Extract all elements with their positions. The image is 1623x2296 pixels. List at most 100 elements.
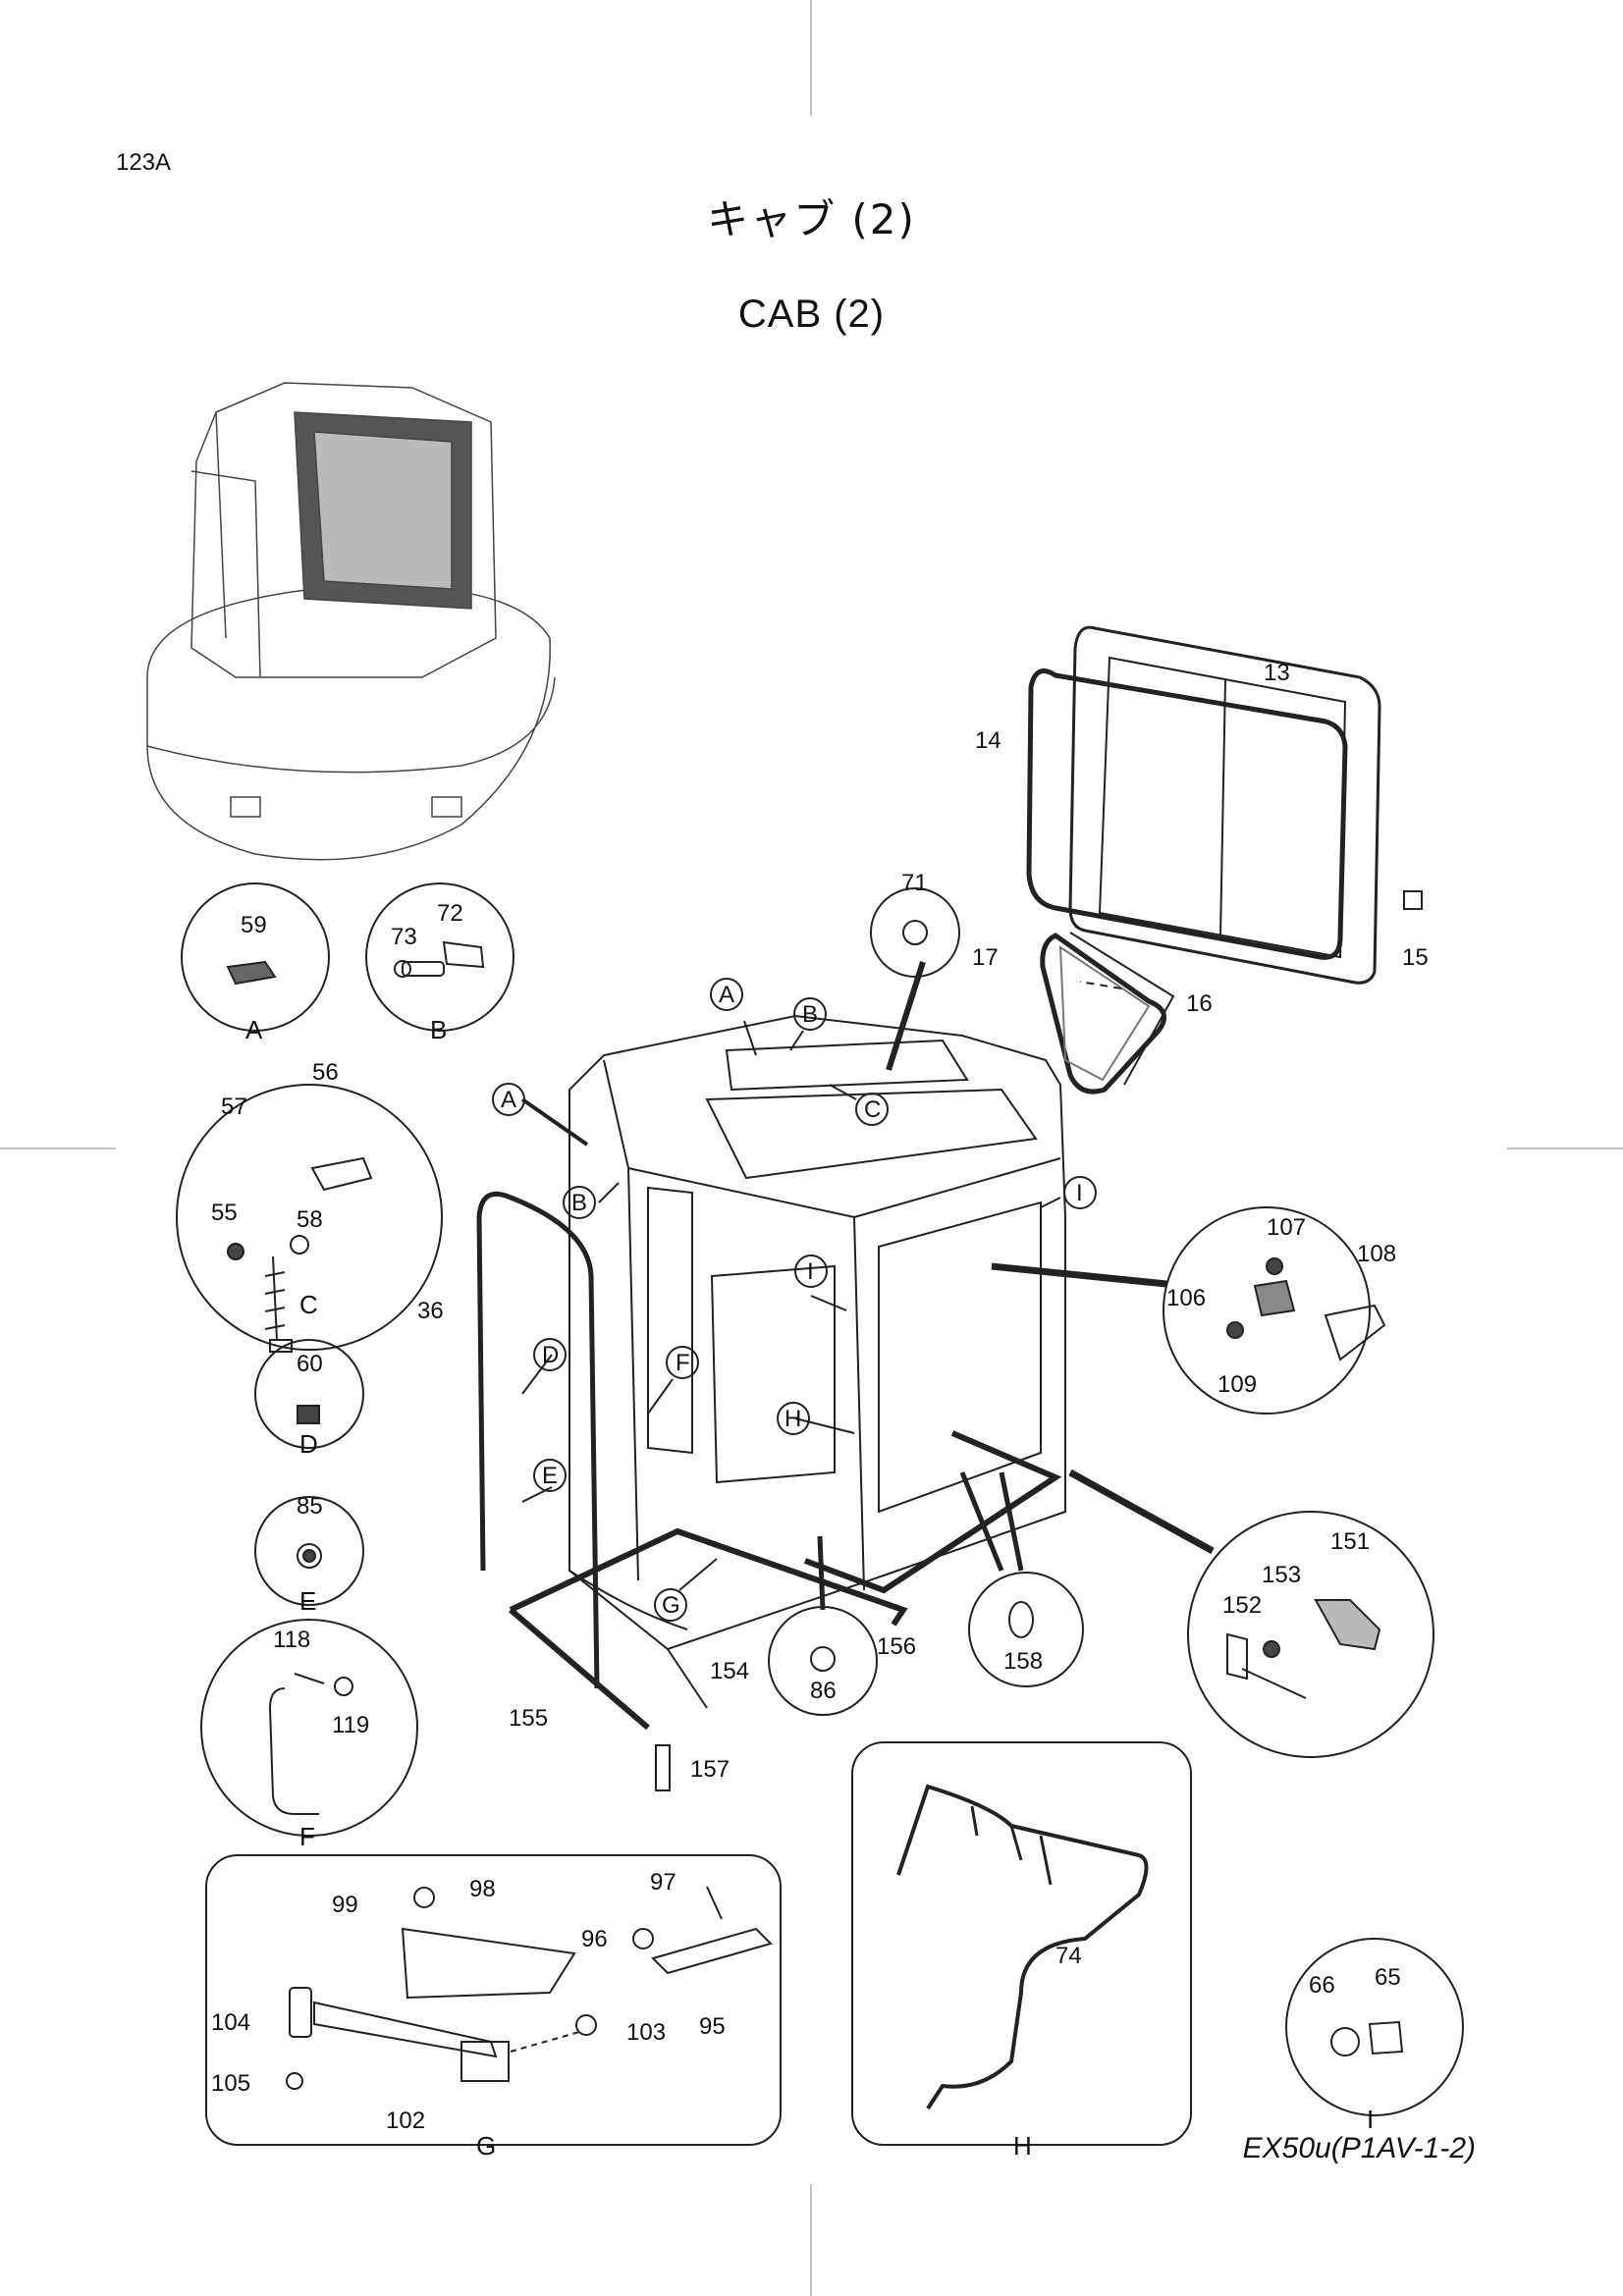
detail-box-g bbox=[205, 1854, 782, 2146]
detail-circle-151 bbox=[1187, 1511, 1434, 1758]
callout-106: 106 bbox=[1166, 1285, 1206, 1311]
marker-h: H bbox=[784, 1406, 801, 1432]
callout-105: 105 bbox=[211, 2070, 250, 2097]
detail-letter-f: F bbox=[299, 1822, 315, 1851]
marker-c: C bbox=[864, 1096, 881, 1123]
marker-a-top: A bbox=[719, 982, 734, 1008]
callout-72: 72 bbox=[437, 900, 463, 927]
title-japanese: キャブ (2) bbox=[707, 195, 916, 243]
detail-circle-b bbox=[365, 882, 514, 1032]
callout-13: 13 bbox=[1264, 660, 1290, 686]
detail-circle-d bbox=[254, 1339, 364, 1449]
callout-59: 59 bbox=[241, 912, 267, 938]
marker-a-left: A bbox=[501, 1087, 516, 1113]
callout-15: 15 bbox=[1402, 944, 1429, 971]
detail-letter-e: E bbox=[299, 1586, 316, 1616]
detail-circle-86 bbox=[768, 1606, 878, 1716]
callout-107: 107 bbox=[1267, 1214, 1306, 1241]
detail-circle-a bbox=[181, 882, 330, 1032]
marker-e: E bbox=[542, 1463, 558, 1489]
callout-98: 98 bbox=[469, 1876, 496, 1902]
callout-96: 96 bbox=[581, 1926, 608, 1952]
callout-102: 102 bbox=[386, 2108, 425, 2134]
strip-drawing bbox=[655, 1744, 671, 1791]
detail-letter-d: D bbox=[299, 1429, 318, 1459]
marker-g: G bbox=[662, 1592, 680, 1619]
detail-circle-e bbox=[254, 1496, 364, 1606]
harness-drawing bbox=[896, 1784, 1149, 2110]
callout-154: 154 bbox=[710, 1658, 749, 1684]
detail-box-h bbox=[851, 1741, 1192, 2146]
callout-57: 57 bbox=[221, 1094, 247, 1120]
callout-17: 17 bbox=[972, 944, 999, 971]
detail-letter-i: I bbox=[1367, 2105, 1374, 2134]
marker-f: F bbox=[676, 1350, 690, 1376]
detail-letter-c: C bbox=[299, 1290, 318, 1319]
callout-65: 65 bbox=[1375, 1964, 1401, 1991]
detail-circle-c bbox=[176, 1084, 443, 1351]
callout-labels: 13 14 15 16 17 36 55 56 57 58 59 60 65 6… bbox=[211, 660, 1429, 2134]
callout-14: 14 bbox=[975, 727, 1001, 754]
callout-66: 66 bbox=[1309, 1972, 1335, 1999]
callout-74: 74 bbox=[1055, 1943, 1082, 1969]
callout-16: 16 bbox=[1186, 990, 1213, 1017]
marker-i-center: I bbox=[807, 1258, 814, 1285]
side-window-drawing bbox=[1026, 625, 1423, 985]
callout-103: 103 bbox=[626, 2019, 666, 2046]
callout-99: 99 bbox=[332, 1892, 358, 1918]
title-english: CAB (2) bbox=[737, 293, 886, 336]
callout-152: 152 bbox=[1222, 1592, 1262, 1619]
model-reference: EX50u(P1AV-1-2) bbox=[1242, 2132, 1476, 2164]
callout-55: 55 bbox=[211, 1200, 238, 1226]
leader-lines bbox=[520, 961, 1215, 1611]
floor-seal-drawing bbox=[509, 1527, 908, 1731]
marker-b-top: B bbox=[802, 1001, 818, 1028]
callout-60: 60 bbox=[297, 1351, 323, 1377]
callout-104: 104 bbox=[211, 2009, 250, 2036]
roof-window-drawing bbox=[1040, 932, 1175, 1095]
detail-circles bbox=[176, 882, 1464, 2146]
rear-seal-drawing bbox=[803, 1430, 1062, 1594]
page-id: 123A bbox=[116, 149, 172, 176]
callout-108: 108 bbox=[1357, 1241, 1396, 1267]
detail-letter-b: B bbox=[430, 1015, 447, 1044]
callout-151: 151 bbox=[1330, 1528, 1370, 1555]
callout-95: 95 bbox=[699, 2013, 726, 2040]
detail-letter-h: H bbox=[1013, 2131, 1032, 2161]
detail-letters: A B C D E F G H I bbox=[245, 1015, 1374, 2161]
detail-letter-g: G bbox=[476, 2131, 496, 2161]
callout-85: 85 bbox=[297, 1493, 323, 1520]
cab-frame-drawing bbox=[568, 1014, 1066, 1709]
callout-73: 73 bbox=[391, 924, 417, 950]
detail-circle-158 bbox=[968, 1572, 1084, 1687]
marker-d: D bbox=[542, 1342, 559, 1368]
callout-109: 109 bbox=[1217, 1371, 1257, 1398]
detail-part-sketches bbox=[226, 920, 1404, 2056]
callout-36: 36 bbox=[417, 1298, 444, 1324]
callout-156: 156 bbox=[877, 1633, 916, 1660]
harness-branches bbox=[970, 1805, 1053, 1886]
door-seal-drawing bbox=[476, 1191, 600, 1689]
detail-circle-106 bbox=[1163, 1206, 1371, 1415]
marker-i-right: I bbox=[1076, 1180, 1083, 1206]
detail-circle-i bbox=[1285, 1938, 1464, 2116]
callout-56: 56 bbox=[312, 1059, 339, 1086]
detail-circle-f bbox=[200, 1619, 418, 1837]
detail-g-sketches bbox=[286, 1886, 773, 2090]
marker-b-left: B bbox=[571, 1190, 587, 1216]
callout-118: 118 bbox=[273, 1627, 310, 1653]
callout-71: 71 bbox=[901, 870, 928, 896]
callout-155: 155 bbox=[509, 1705, 548, 1732]
callout-153: 153 bbox=[1262, 1562, 1301, 1588]
callout-86: 86 bbox=[810, 1678, 837, 1704]
detail-circle-71 bbox=[870, 887, 960, 978]
callout-119: 119 bbox=[332, 1712, 369, 1738]
callout-157: 157 bbox=[690, 1756, 730, 1783]
callout-58: 58 bbox=[297, 1206, 323, 1233]
callout-158: 158 bbox=[1003, 1648, 1043, 1675]
callout-97: 97 bbox=[650, 1869, 676, 1896]
overview-machine-drawing bbox=[146, 382, 556, 861]
circled-markers: A A B B C I I D E F H G bbox=[492, 978, 1097, 1622]
